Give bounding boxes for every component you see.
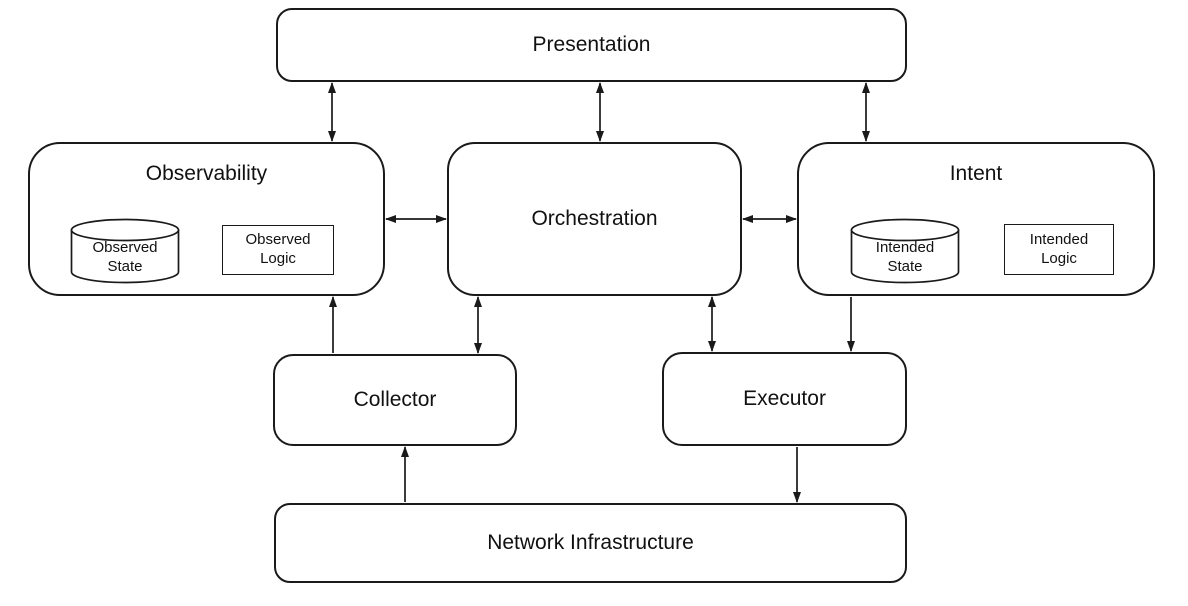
intended-state-cylinder: Intended State (850, 218, 960, 284)
node-orchestration-label: Orchestration (531, 207, 658, 230)
node-observability: Observability Observed State Observed Lo… (28, 142, 385, 296)
intended-logic-box: Intended Logic (1004, 224, 1114, 275)
observed-logic-label: Observed Logic (245, 231, 311, 267)
node-presentation-label: Presentation (532, 33, 651, 56)
node-network-infrastructure: Network Infrastructure (274, 503, 907, 583)
intended-state-label: Intended State (875, 239, 935, 275)
intended-logic-label: Intended Logic (1029, 230, 1089, 267)
observed-state-cylinder: Observed State (70, 218, 180, 284)
node-network-infrastructure-label: Network Infrastructure (487, 531, 694, 554)
observed-state-label: Observed State (92, 239, 158, 275)
node-orchestration: Orchestration (447, 142, 742, 296)
node-collector: Collector (273, 354, 517, 446)
node-presentation: Presentation (276, 8, 907, 82)
node-executor-label: Executor (743, 387, 826, 410)
node-executor: Executor (662, 352, 907, 446)
cylinder-icon (70, 218, 180, 284)
node-intent: Intent Intended State Intended Logic (797, 142, 1155, 296)
node-collector-label: Collector (353, 388, 437, 411)
cylinder-icon (850, 218, 960, 284)
node-intent-label: Intent (949, 162, 1003, 185)
observed-logic-box: Observed Logic (222, 225, 334, 275)
node-observability-label: Observability (145, 162, 268, 185)
